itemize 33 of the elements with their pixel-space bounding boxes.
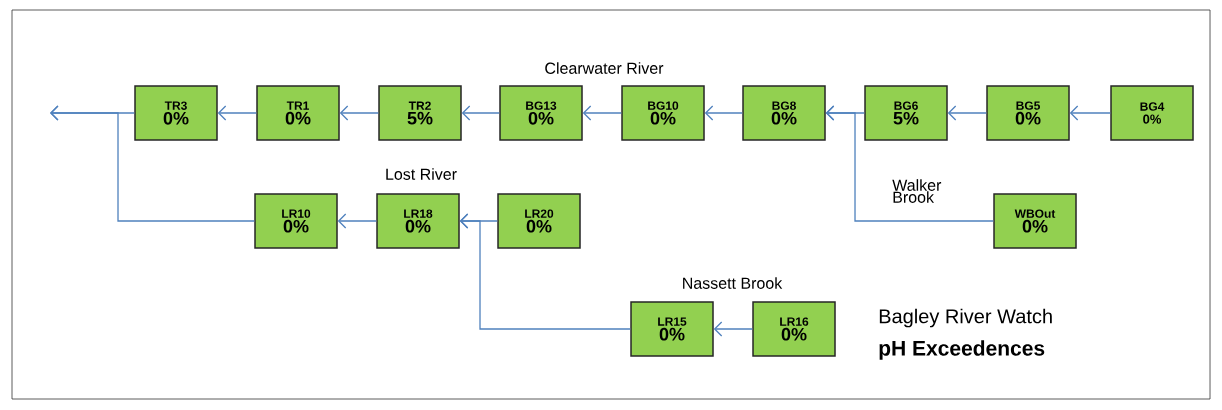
- station-box: TR1 0%: [256, 85, 340, 141]
- station-box: LR18 0%: [376, 193, 460, 249]
- subtitle-text: pH Exceedences: [879, 340, 1045, 360]
- arrow: [461, 105, 500, 121]
- station-box: BG5 0%: [986, 85, 1070, 141]
- station-box: LR15 0%: [630, 301, 714, 357]
- station-box: TR2 5%: [378, 85, 462, 141]
- station-box: BG13 0%: [499, 85, 583, 141]
- station-box: BG8 0%: [742, 85, 826, 141]
- arrow: [459, 213, 631, 330]
- arrow: [704, 105, 743, 121]
- station-box: TR3 0%: [134, 85, 218, 141]
- arrow: [337, 213, 377, 229]
- arrow: [713, 321, 753, 337]
- arrow: [1069, 105, 1111, 121]
- river-label: Lost River: [386, 168, 457, 180]
- arrow: [582, 105, 622, 121]
- station-box: LR10 0%: [254, 193, 338, 249]
- station-box: WBOut 0%: [993, 193, 1077, 249]
- river-label: Nassett Brook: [683, 277, 783, 289]
- river-label: Walker Brook: [892, 179, 942, 203]
- station-box: BG10 0%: [621, 85, 705, 141]
- arrow: [947, 105, 987, 121]
- arrow: [825, 105, 994, 222]
- station-box: BG4 0%: [1110, 85, 1194, 141]
- station-box: LR20 0%: [497, 193, 581, 249]
- station-box: BG6 5%: [864, 85, 948, 141]
- arrow: [217, 105, 257, 121]
- arrow: [50, 105, 255, 222]
- river-label: Clearwater River: [545, 62, 664, 74]
- station-box: LR16 0%: [752, 301, 836, 357]
- arrow: [339, 105, 379, 121]
- title-text: Bagley River Watch: [879, 308, 1052, 328]
